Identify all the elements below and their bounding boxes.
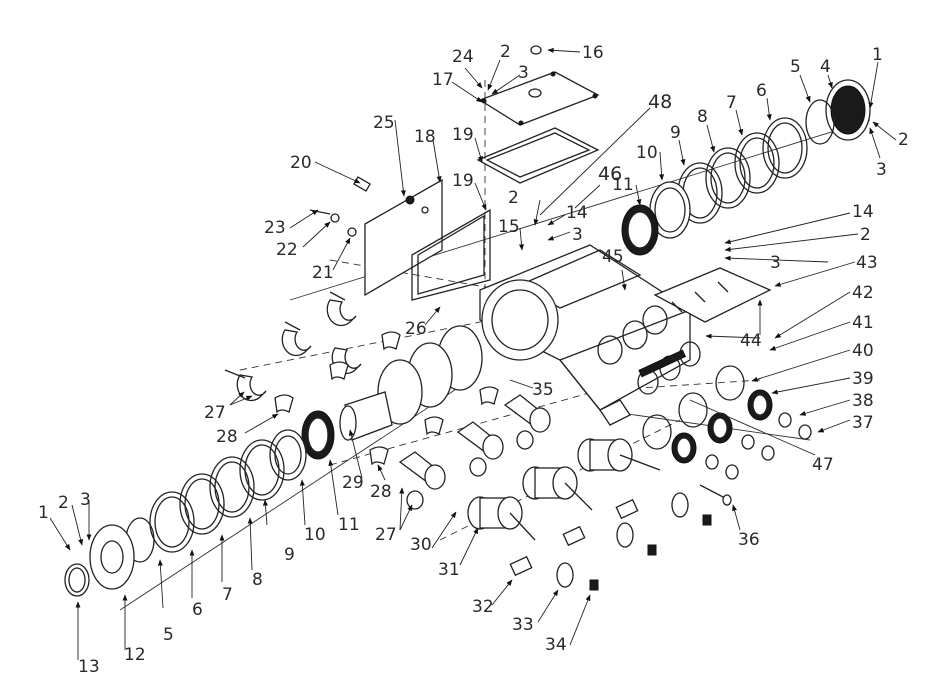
callout-7: 7 (222, 585, 233, 605)
pump-housing (479, 244, 701, 426)
leader-lines (49, 47, 897, 660)
callout-39: 39 (852, 369, 874, 389)
callout-28: 28 (370, 482, 392, 502)
callout-12: 12 (124, 645, 146, 665)
callout-6: 6 (756, 81, 767, 101)
callout-10: 10 (304, 525, 326, 545)
callout-29: 29 (342, 473, 364, 493)
callout-21: 21 (312, 263, 334, 283)
callout-6: 6 (192, 600, 203, 620)
right-bearing-cup (649, 181, 691, 239)
right-bearing-cover (825, 79, 871, 141)
baffle-plates (556, 492, 689, 588)
callout-43: 43 (856, 253, 878, 273)
wrist-pins (509, 498, 639, 577)
callout-27: 27 (204, 403, 226, 423)
callout-3: 3 (770, 253, 781, 273)
stud-nuts (589, 514, 712, 591)
callout-38: 38 (852, 391, 874, 411)
side-cover (364, 178, 443, 297)
crankshaft (339, 325, 483, 441)
callout-11: 11 (612, 175, 634, 195)
left-shims (149, 439, 285, 553)
callout-9: 9 (284, 545, 295, 565)
callout-2: 2 (500, 42, 511, 62)
breather-parts (309, 176, 371, 237)
oil-seal (64, 563, 90, 597)
callout-47: 47 (812, 455, 834, 475)
callout-2: 2 (898, 130, 909, 150)
callout-35: 35 (532, 380, 554, 400)
callout-42: 42 (852, 283, 874, 303)
callout-labels: 1 2 3 4 5 6 7 8 9 10 11 14 2 3 43 44 42 … (38, 42, 909, 677)
side-cover-gasket (411, 208, 491, 301)
callout-4: 4 (820, 57, 831, 77)
callout-27: 27 (375, 525, 397, 545)
callout-45: 45 (602, 247, 624, 267)
callout-37: 37 (852, 413, 874, 433)
right-shims (677, 117, 808, 224)
callout-33: 33 (512, 615, 534, 635)
plunger-rod (699, 484, 732, 506)
callout-3: 3 (80, 490, 91, 510)
left-bearing-cone (301, 410, 335, 460)
callout-18: 18 (414, 127, 436, 147)
callout-25: 25 (373, 113, 395, 133)
callout-36: 36 (738, 530, 760, 550)
callout-10: 10 (636, 143, 658, 163)
callout-22: 22 (276, 240, 298, 260)
callout-46: 46 (598, 163, 622, 185)
connecting-rods (398, 394, 551, 510)
callout-15: 15 (498, 217, 520, 237)
callout-16: 16 (582, 43, 604, 63)
callout-48: 48 (648, 91, 672, 113)
callout-9: 9 (670, 123, 681, 143)
callout-2: 2 (508, 188, 519, 208)
callout-17: 17 (432, 70, 454, 90)
callout-11: 11 (338, 515, 360, 535)
callout-26: 26 (405, 319, 427, 339)
top-cover (478, 45, 600, 126)
callout-8: 8 (697, 107, 708, 127)
callout-19: 19 (452, 125, 474, 145)
crossheads (467, 438, 661, 541)
callout-20: 20 (290, 153, 312, 173)
callout-44: 44 (740, 331, 762, 351)
callout-32: 32 (472, 597, 494, 617)
callout-3: 3 (518, 63, 529, 83)
oil-pan-cover (653, 267, 772, 323)
callout-34: 34 (545, 635, 567, 655)
callout-1: 1 (38, 503, 49, 523)
main-bearing-caps (224, 291, 362, 402)
callout-2: 2 (860, 225, 871, 245)
callout-23: 23 (264, 218, 286, 238)
callout-3: 3 (876, 160, 887, 180)
callout-19: 19 (452, 171, 474, 191)
callout-8: 8 (252, 570, 263, 590)
bearing-shells (274, 331, 499, 466)
callout-24: 24 (452, 47, 474, 67)
callout-1: 1 (872, 45, 883, 65)
callout-14: 14 (566, 203, 588, 223)
callout-14: 14 (852, 202, 874, 222)
callout-41: 41 (852, 313, 874, 333)
callout-28: 28 (216, 427, 238, 447)
callout-5: 5 (790, 57, 801, 77)
callout-3: 3 (572, 225, 583, 245)
callout-13: 13 (78, 657, 100, 677)
callout-2: 2 (58, 493, 69, 513)
callout-40: 40 (852, 341, 874, 361)
callout-5: 5 (163, 625, 174, 645)
left-bearing-cover (89, 524, 135, 590)
right-bearing-cone (621, 204, 659, 256)
callout-30: 30 (410, 535, 432, 555)
right-o-ring (805, 99, 835, 145)
top-cover-gasket (476, 127, 600, 184)
seal-stack-right (642, 365, 812, 480)
callout-31: 31 (438, 560, 460, 580)
callout-7: 7 (726, 93, 737, 113)
